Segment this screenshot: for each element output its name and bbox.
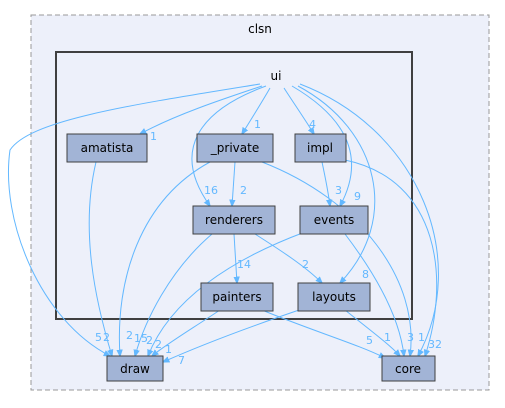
node-label: core bbox=[395, 362, 421, 376]
edge-layouts-core bbox=[344, 309, 400, 356]
node-label: renderers bbox=[205, 213, 263, 227]
edge-layouts-draw bbox=[163, 307, 306, 362]
edge-label: 16 bbox=[204, 184, 218, 197]
node-amatista[interactable]: amatista bbox=[66, 133, 148, 163]
node-label: painters bbox=[212, 290, 261, 304]
edge-label: 8 bbox=[362, 268, 369, 281]
node-label: impl bbox=[307, 141, 333, 155]
node-painters[interactable]: painters bbox=[200, 282, 274, 312]
edge-label: 7 bbox=[178, 354, 185, 367]
edge-ui-draw bbox=[8, 83, 261, 356]
edge-ui-core bbox=[299, 83, 439, 356]
edge-ui-amatista bbox=[140, 85, 263, 134]
edge-label: 32 bbox=[428, 338, 442, 351]
node-layouts[interactable]: layouts bbox=[297, 282, 371, 312]
edge-private-renderers bbox=[232, 161, 235, 206]
edge-ui-events bbox=[291, 85, 353, 206]
node-core[interactable]: core bbox=[381, 355, 436, 382]
edge-label: 1 bbox=[254, 118, 261, 131]
inner-cluster-label: ui bbox=[271, 69, 282, 83]
edge-renderers-painters bbox=[234, 233, 237, 283]
node-private[interactable]: _private bbox=[196, 133, 274, 163]
edge-labels: 1 1 4 16 2 3 9 14 2 8 5 2 2 15 2 2 1 7 5… bbox=[95, 118, 442, 367]
edge-label: 2 bbox=[146, 334, 153, 347]
edge-label: 2 bbox=[155, 338, 162, 351]
edge-ui-layouts bbox=[297, 85, 376, 283]
edge-private-core bbox=[261, 161, 411, 356]
node-renderers[interactable]: renderers bbox=[192, 205, 276, 235]
edge-private-draw bbox=[119, 161, 211, 356]
outer-cluster-label: clsn bbox=[248, 22, 272, 36]
edge-label: 3 bbox=[335, 184, 342, 197]
edge-impl-events bbox=[321, 161, 330, 206]
edge-label: 2 bbox=[240, 184, 247, 197]
edge-label: 4 bbox=[309, 118, 316, 131]
edge-label: 1 bbox=[418, 331, 425, 344]
edge-label: 9 bbox=[354, 190, 361, 203]
node-label: _private bbox=[210, 141, 259, 155]
node-label: events bbox=[314, 213, 354, 227]
edge-impl-core bbox=[344, 159, 438, 356]
nodes: amatista _private impl renderers events … bbox=[66, 133, 436, 382]
edge-label: 2 bbox=[126, 329, 133, 342]
node-label: draw bbox=[120, 362, 150, 376]
inner-cluster bbox=[55, 51, 413, 320]
edge-renderers-draw bbox=[135, 233, 213, 356]
edge-ui-impl bbox=[283, 87, 314, 134]
edge-label: 14 bbox=[237, 258, 251, 271]
edge-painters-draw bbox=[152, 309, 221, 356]
node-events[interactable]: events bbox=[299, 205, 369, 235]
edge-label: 2 bbox=[302, 258, 309, 271]
edge-label: 1 bbox=[384, 331, 391, 344]
edge-label: 1 bbox=[165, 343, 172, 356]
edge-ui-private bbox=[242, 87, 271, 134]
edge-label: 2 bbox=[103, 331, 110, 344]
edge-amatista-draw bbox=[88, 161, 112, 356]
edge-renderers-layouts bbox=[254, 233, 322, 283]
edge-events-core bbox=[344, 233, 404, 356]
edge-label: 1 bbox=[150, 130, 157, 143]
edges bbox=[8, 83, 439, 362]
edge-label: 5 bbox=[95, 331, 102, 344]
node-draw[interactable]: draw bbox=[106, 355, 164, 382]
node-impl[interactable]: impl bbox=[294, 133, 347, 163]
edge-label: 3 bbox=[407, 331, 414, 344]
edge-painters-core bbox=[261, 309, 385, 358]
node-label: layouts bbox=[312, 290, 356, 304]
edge-label: 15 bbox=[134, 332, 148, 345]
node-label: amatista bbox=[81, 141, 134, 155]
edge-label: 5 bbox=[366, 334, 373, 347]
